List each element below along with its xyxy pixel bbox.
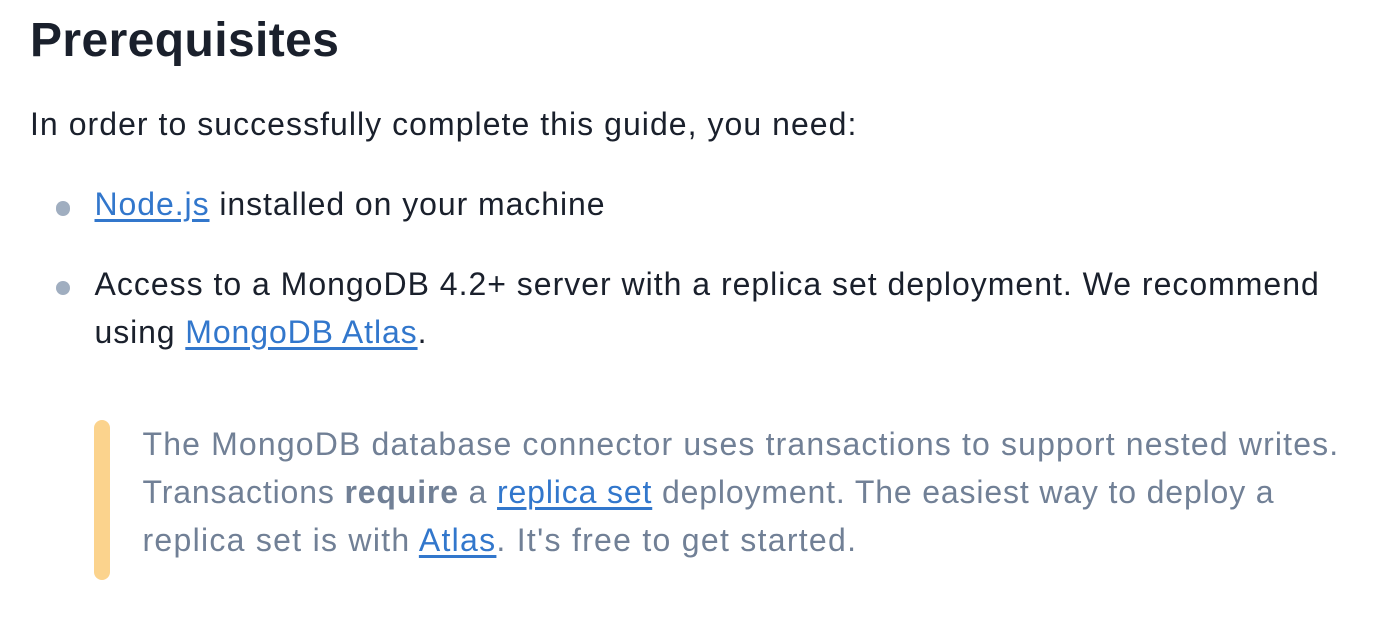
- list-item-text: Access to a MongoDB 4.2+ server with a r…: [94, 265, 1320, 302]
- callout-text-bold: require: [344, 474, 459, 510]
- callout-text: . It's free to get started.: [496, 522, 858, 558]
- bullet-icon: [55, 280, 70, 295]
- page-title: Prerequisites: [30, 14, 340, 67]
- callout-text: a: [458, 474, 498, 510]
- doc-content: Prerequisites In order to successfully c…: [30, 14, 1348, 580]
- list-item-line: Node.js installed on your machine: [95, 180, 1349, 228]
- list-item-nodejs: Node.js installed on your machine: [30, 180, 1348, 228]
- prerequisites-list: Node.js installed on your machine Access…: [30, 180, 1348, 356]
- mongodb-atlas-link[interactable]: MongoDB Atlas: [185, 313, 418, 350]
- list-item-text: installed on your machine: [209, 186, 606, 222]
- intro-paragraph: In order to successfully complete this g…: [30, 106, 858, 142]
- callout-line: Transactions require a replica set deplo…: [143, 468, 1349, 516]
- list-item-text: .: [417, 313, 428, 350]
- list-item-mongodb: Access to a MongoDB 4.2+ server with a r…: [30, 260, 1348, 356]
- atlas-link[interactable]: Atlas: [418, 522, 497, 558]
- list-item-text: using: [94, 313, 186, 350]
- replica-set-link[interactable]: replica set: [497, 474, 653, 510]
- callout-left-bar: [94, 420, 110, 580]
- nodejs-link[interactable]: Node.js: [94, 186, 210, 222]
- callout-line: The MongoDB database connector uses tran…: [143, 420, 1349, 468]
- callout-text: The MongoDB database connector uses tran…: [142, 426, 1340, 462]
- info-callout: The MongoDB database connector uses tran…: [94, 420, 1348, 580]
- callout-text: Transactions: [142, 474, 345, 510]
- list-item-line: using MongoDB Atlas.: [95, 308, 1349, 356]
- list-item-line: Access to a MongoDB 4.2+ server with a r…: [95, 260, 1349, 308]
- callout-text: deployment. The easiest way to deploy a: [652, 474, 1275, 510]
- bullet-icon: [55, 201, 70, 216]
- callout-text: replica set is with: [142, 522, 419, 558]
- callout-line: replica set is with Atlas. It's free to …: [143, 516, 1349, 564]
